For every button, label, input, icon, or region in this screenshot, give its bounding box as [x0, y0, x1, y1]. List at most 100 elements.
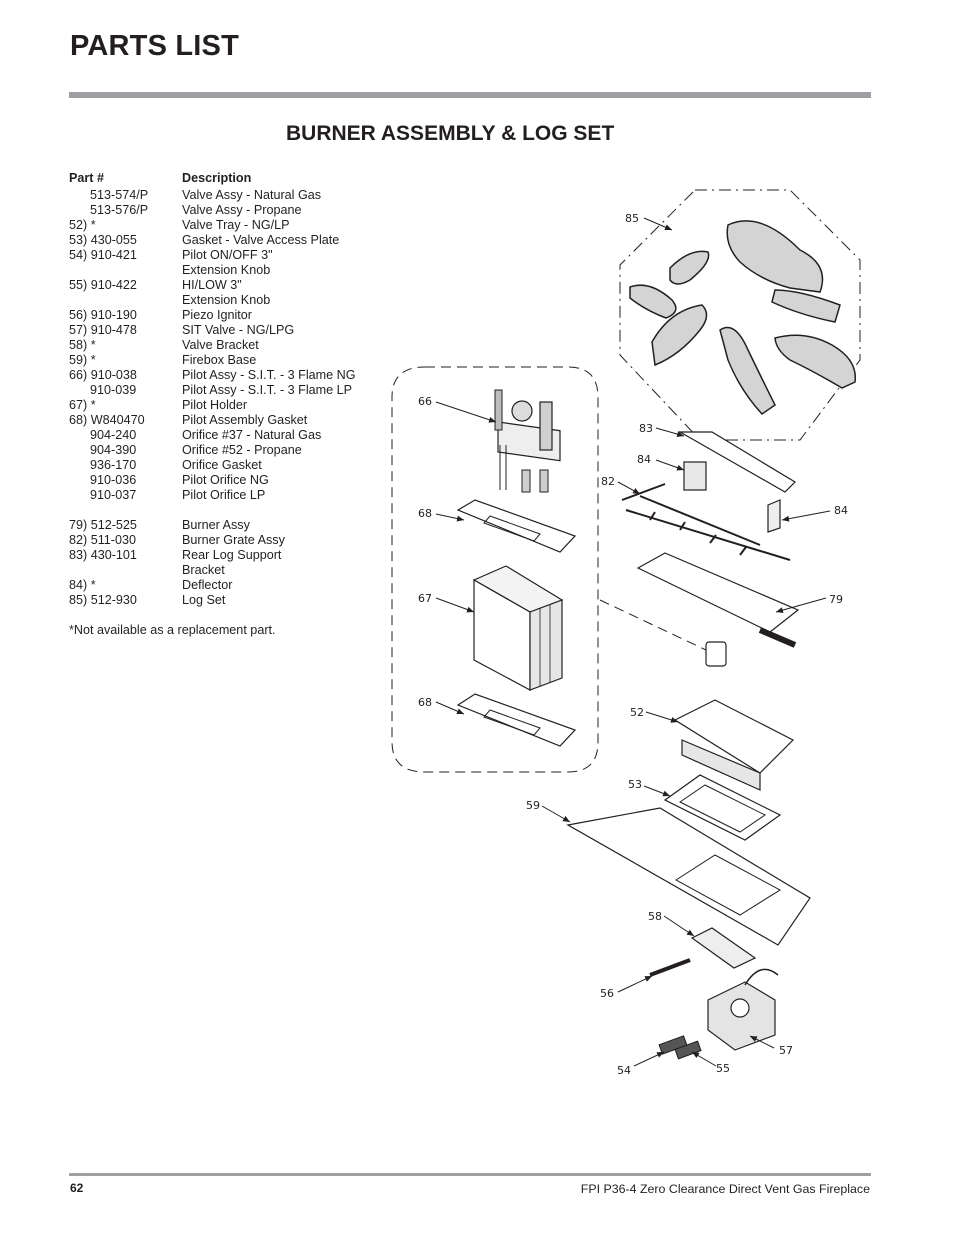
- callout-82: 82: [601, 475, 615, 488]
- callout-54: 54: [617, 1064, 631, 1077]
- part-description: Orifice #37 - Natural Gas: [182, 428, 322, 442]
- parts-row: 910-037 Pilot Orifice LP: [69, 488, 356, 503]
- part-number: 513-576/P: [90, 203, 149, 217]
- parts-row: Extension Knob: [69, 263, 356, 278]
- part-description: Orifice #52 - Propane: [182, 443, 302, 457]
- part-number: 67) *: [69, 398, 96, 412]
- callout-84-lower: 84: [834, 504, 848, 517]
- callout-68-lower: 68: [418, 696, 432, 709]
- parts-row: 904-390 Orifice #52 - Propane: [69, 443, 356, 458]
- part-description: Gasket - Valve Access Plate: [182, 233, 340, 247]
- callout-66: 66: [418, 395, 432, 408]
- callout-57: 57: [779, 1044, 793, 1057]
- part-description: Pilot Assy - S.I.T. - 3 Flame NG: [182, 368, 356, 382]
- footer-document-title: FPI P36-4 Zero Clearance Direct Vent Gas…: [580, 1182, 870, 1196]
- parts-row: 54) 910-421 Pilot ON/OFF 3": [69, 248, 356, 263]
- parts-row: 66) 910-038 Pilot Assy - S.I.T. - 3 Flame…: [69, 368, 356, 383]
- page-title: PARTS LIST: [70, 30, 240, 62]
- part-description: Valve Tray - NG/LP: [182, 218, 290, 232]
- header-rule: [69, 92, 871, 98]
- parts-row: 513-574/P Valve Assy - Natural Gas: [69, 188, 356, 203]
- callout-58: 58: [648, 910, 662, 923]
- parts-row: 83) 430-101 Rear Log Support: [69, 548, 356, 563]
- parts-row: 67) * Pilot Holder: [69, 398, 356, 413]
- callout-55: 55: [716, 1062, 730, 1075]
- parts-row: 68) W840470 Pilot Assembly Gasket: [69, 413, 356, 428]
- column-header-description: Description: [182, 171, 252, 185]
- part-description: Pilot Orifice NG: [182, 473, 269, 487]
- part-description: Valve Bracket: [182, 338, 259, 352]
- parts-row: 82) 511-030 Burner Grate Assy: [69, 533, 356, 548]
- pilot-assembly-illustration: [391, 366, 599, 773]
- part-number: 53) 430-055: [69, 233, 137, 247]
- callout-85: 85: [625, 212, 639, 225]
- callout-59: 59: [526, 799, 540, 812]
- part-description: Burner Assy: [182, 518, 250, 532]
- part-number: 54) 910-421: [69, 248, 137, 262]
- parts-row: 52) *Valve Tray - NG/LP: [69, 218, 356, 233]
- footer-rule: [69, 1173, 871, 1176]
- part-number: 56) 910-190: [69, 308, 137, 322]
- part-description: Pilot Assembly Gasket: [182, 413, 308, 427]
- callout-53: 53: [628, 778, 642, 791]
- parts-row: 84) *Deflector: [69, 578, 356, 593]
- part-description: Pilot Assy - S.I.T. - 3 Flame LP: [182, 383, 353, 397]
- part-description: Pilot Orifice LP: [182, 488, 266, 502]
- part-number: 936-170: [90, 458, 137, 472]
- callout-67: 67: [418, 592, 432, 605]
- burner-illustration: [599, 431, 800, 667]
- parts-row: 910-036 Pilot Orifice NG: [69, 473, 356, 488]
- part-number: 513-574/P: [90, 188, 149, 202]
- callout-52: 52: [630, 706, 644, 719]
- parts-row: 58) * Valve Bracket: [69, 338, 356, 353]
- valve-illustration: [658, 968, 779, 1060]
- callout-68-upper: 68: [418, 507, 432, 520]
- part-description: Extension Knob: [182, 263, 271, 277]
- part-number: 59) *: [69, 353, 96, 367]
- part-description: Piezo Ignitor: [182, 308, 253, 322]
- parts-row: 85) 512-930 Log Set: [69, 593, 356, 608]
- part-description: Log Set: [182, 593, 226, 607]
- section-title: BURNER ASSEMBLY & LOG SET: [286, 122, 615, 145]
- firebox-illustration: [566, 699, 811, 977]
- parts-row: Extension Knob: [69, 293, 356, 308]
- part-description: Pilot ON/OFF 3": [182, 248, 273, 262]
- callout-84-upper: 84: [637, 453, 651, 466]
- part-description: Valve Assy - Natural Gas: [182, 188, 322, 202]
- part-description: Pilot Holder: [182, 398, 248, 412]
- part-number: 82) 511-030: [69, 533, 136, 547]
- part-number: 58) *: [69, 338, 96, 352]
- part-number: 904-240: [90, 428, 137, 442]
- parts-row: 59) *Firebox Base: [69, 353, 356, 368]
- parts-row: 56) 910-190 Piezo Ignitor: [69, 308, 356, 323]
- parts-row: 513-576/P Valve Assy - Propane: [69, 203, 356, 218]
- part-number: 84) *: [69, 578, 96, 592]
- part-description: HI/LOW 3": [182, 278, 242, 292]
- part-number: 83) 430-101: [69, 548, 137, 562]
- callout-56: 56: [600, 987, 614, 1000]
- parts-table: Part # Description 513-574/P Valve Assy -…: [69, 169, 356, 608]
- parts-row: 53) 430-055 Gasket - Valve Access Plate: [69, 233, 356, 248]
- part-number: 68) W840470: [69, 413, 145, 427]
- part-number: 66) 910-038: [69, 368, 137, 382]
- footnote: *Not available as a replacement part.: [69, 623, 276, 637]
- part-description: Valve Assy - Propane: [182, 203, 302, 217]
- part-description: Rear Log Support: [182, 548, 282, 562]
- part-description: Burner Grate Assy: [182, 533, 285, 547]
- callout-leaders: [435, 217, 831, 1067]
- part-description: Bracket: [182, 563, 225, 577]
- part-number: 904-390: [90, 443, 137, 457]
- part-number: 85) 512-930: [69, 593, 137, 607]
- callout-79: 79: [829, 593, 843, 606]
- parts-row: Bracket: [69, 563, 356, 578]
- parts-table-header: Part # Description: [69, 169, 356, 188]
- part-number: 910-037: [90, 488, 137, 502]
- part-number: 910-036: [90, 473, 137, 487]
